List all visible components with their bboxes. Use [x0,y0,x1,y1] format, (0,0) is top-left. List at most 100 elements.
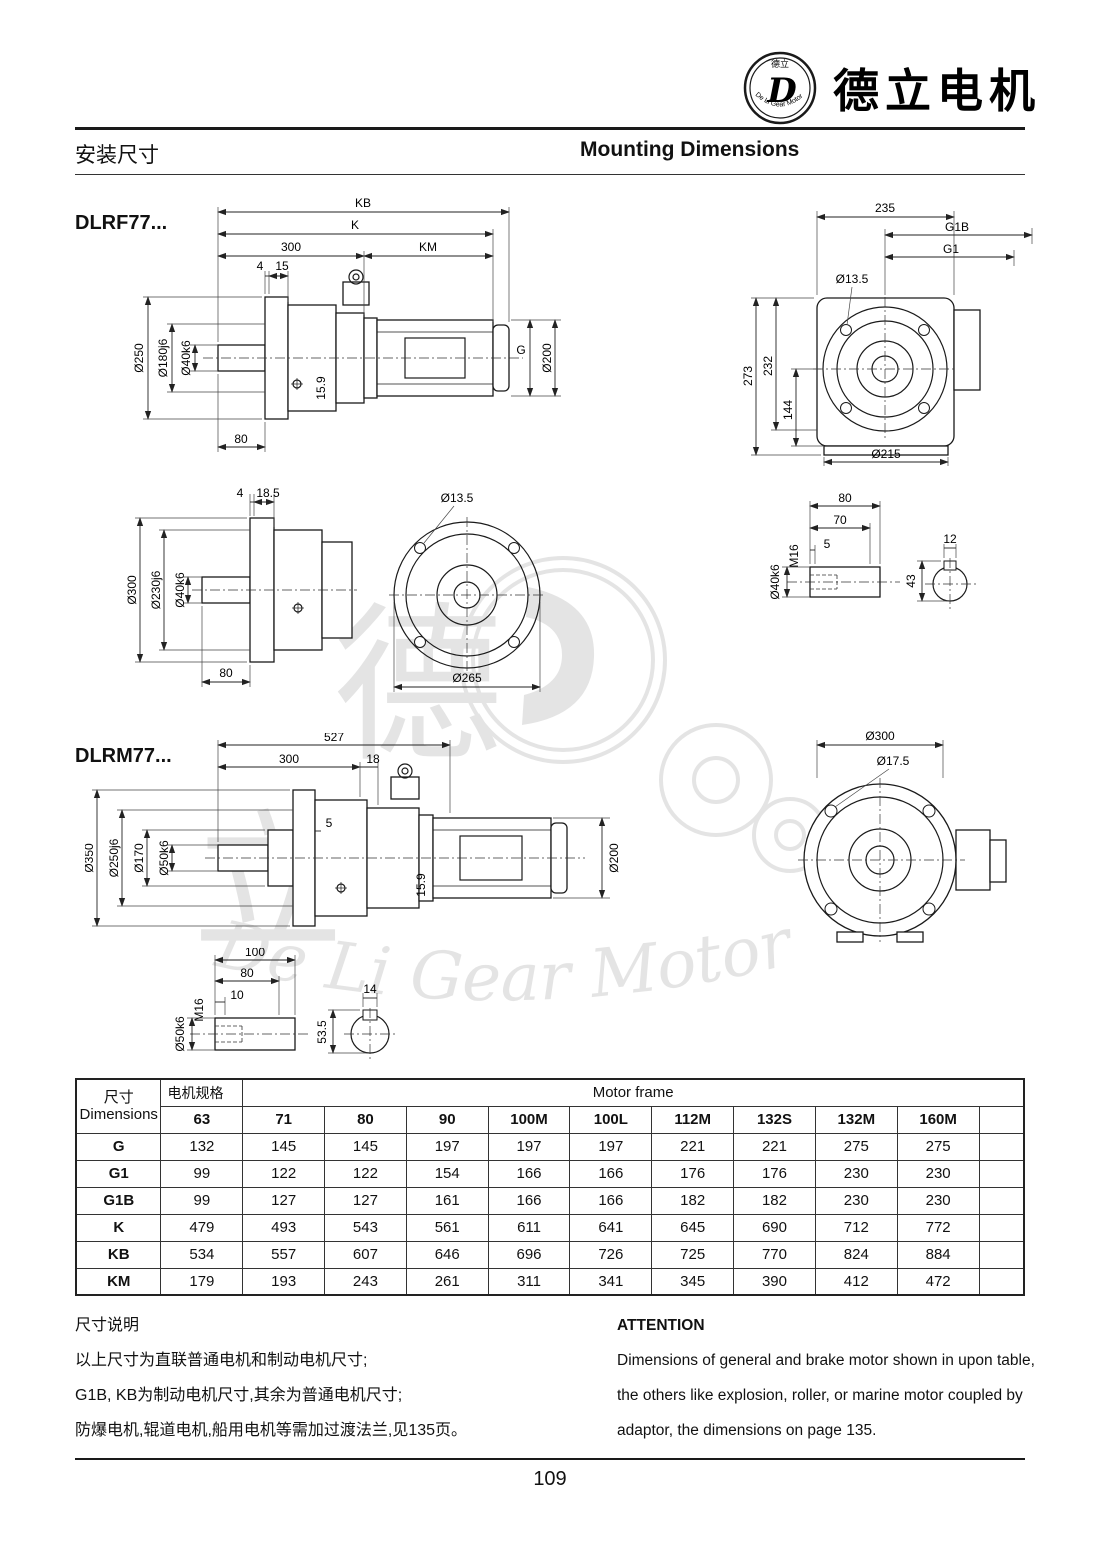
dim-value: 543 [324,1213,407,1242]
dim-value: 824 [814,1240,898,1269]
dim-value: 166 [487,1186,571,1215]
dim-4: 4 [237,486,244,500]
dim-value: 182 [733,1186,816,1215]
notes-en-line: Dimensions of general and brake motor sh… [617,1352,1035,1369]
dim-value: 145 [242,1132,326,1161]
dim-value: 154 [405,1159,489,1188]
table-row-g: G 132 145 145 197 197 197 221 221 275 27… [75,1132,1025,1161]
title-divider [75,174,1025,175]
dim-80: 80 [240,966,254,980]
dim-value: 884 [896,1240,980,1269]
dim-value: 145 [324,1132,407,1161]
dim-dia50k6: Ø50k6 [157,840,171,876]
dim-value: 561 [405,1213,489,1242]
dim-dia300: Ø300 [125,575,139,605]
dim-80: 80 [234,432,248,446]
frame-header: 132M [814,1105,898,1134]
motor-frame-header: Motor frame [242,1078,1025,1107]
dim-value: 534 [160,1240,244,1269]
dim-value: 275 [814,1132,898,1161]
dim-dia40k6: Ø40k6 [179,340,193,376]
dim-value: 127 [242,1186,326,1215]
dim-dia180j6: Ø180j6 [156,338,170,377]
header-divider [75,127,1025,130]
table-row-g1: G1 99 122 122 154 166 166 176 176 230 23… [75,1159,1025,1188]
dim-value: 193 [242,1267,326,1296]
dim-80: 80 [219,666,233,680]
dim-value: 611 [487,1213,571,1242]
dim-300: 300 [279,752,299,766]
empty-cell [978,1159,1025,1188]
dim-dia40k6: Ø40k6 [173,572,187,608]
dim-dia265: Ø265 [452,671,482,685]
dim-value: 230 [814,1186,898,1215]
dlrm77-shaft-outline [214,1009,390,1054]
dim-235: 235 [875,201,895,215]
dim-value: 243 [324,1267,407,1296]
dim-value: 557 [242,1240,326,1269]
dim-dia250: Ø250 [132,343,146,373]
dlrm77-front-outline [803,783,1007,943]
page-title-en: Mounting Dimensions [580,138,800,161]
empty-cell [978,1240,1025,1269]
row-label: KM [75,1267,162,1296]
dim-300: 300 [281,240,301,254]
dim-value: 99 [160,1186,244,1215]
frame-header: 90 [405,1105,489,1134]
dim-dia200: Ø200 [540,343,554,373]
notes-cn-title: 尺寸说明 [75,1317,140,1334]
frame-header: 80 [324,1105,407,1134]
dim-value: 770 [733,1240,816,1269]
dim-15-9: 15.9 [414,873,428,897]
dim-value: 197 [569,1132,653,1161]
watermark-logo-circles [459,556,828,873]
dim-g1b: G1B [945,220,969,234]
dim-value: 725 [651,1240,735,1269]
dim-value: 479 [160,1213,244,1242]
dim-144: 144 [781,400,795,420]
dim-value: 176 [733,1159,816,1188]
notes-cn-line: 防爆电机,辊道电机,船用电机等需加过渡法兰,见135页。 [75,1422,468,1439]
dim-12: 12 [943,532,957,546]
dim-dia17-5: Ø17.5 [877,754,910,768]
drawing-dlrf77-front-view: 235 G1B G1 Ø13.5 273 232 144 Ø215 [742,201,1033,466]
eyebolt-icon [397,763,413,779]
notes-cn: 尺寸说明 以上尺寸为直联普通电机和制动电机尺寸; G1B, KB为制动电机尺寸,… [75,1308,565,1448]
dlrm77-side-dimensions [92,740,610,927]
dim-dia300: Ø300 [865,729,895,743]
frame-header: 160M [896,1105,980,1134]
row-label: KB [75,1240,162,1269]
row-label: G [75,1132,162,1161]
dim-100: 100 [245,948,265,959]
dim-53-5: 53.5 [315,1020,329,1044]
dim-g1: G1 [943,242,959,256]
dlrf77-shaft-outline [809,560,968,602]
dim-value: 607 [324,1240,407,1269]
empty-cell [978,1132,1025,1161]
dim-value: 197 [405,1132,489,1161]
dim-g: G [516,343,525,357]
row-label: K [75,1213,162,1242]
dim-value: 345 [651,1267,735,1296]
drawing-dlrf77-flange-front-view: Ø13.5 Ø265 [389,492,545,692]
dim-value: 641 [569,1213,653,1242]
dim-4: 4 [257,259,264,273]
dlrf77-front-dimensions [751,211,1033,466]
footer-divider [75,1458,1025,1460]
dim-5: 5 [824,537,831,551]
dims-column-header: 尺寸 Dimensions [75,1078,162,1134]
dim-value: 230 [814,1159,898,1188]
dim-value: 712 [814,1213,898,1242]
dim-value: 261 [405,1267,489,1296]
dim-10: 10 [230,988,244,1002]
dim-70: 70 [833,513,847,527]
dlrf77-shaft-dimensions [782,501,957,602]
dlrm77-shaft-dimensions [187,955,378,1054]
row-label: G1 [75,1159,162,1188]
dim-value: 472 [896,1267,980,1296]
drawing-dlrm77-shaft-detail: 100 80 10 M16 Ø50k6 14 53.5 [173,948,396,1060]
dlrf77-gearmotor-outline [217,269,510,420]
eyebolt-icon [348,269,364,285]
dlrm77-gearmotor-outline [217,763,568,927]
dim-value: 772 [896,1213,980,1242]
